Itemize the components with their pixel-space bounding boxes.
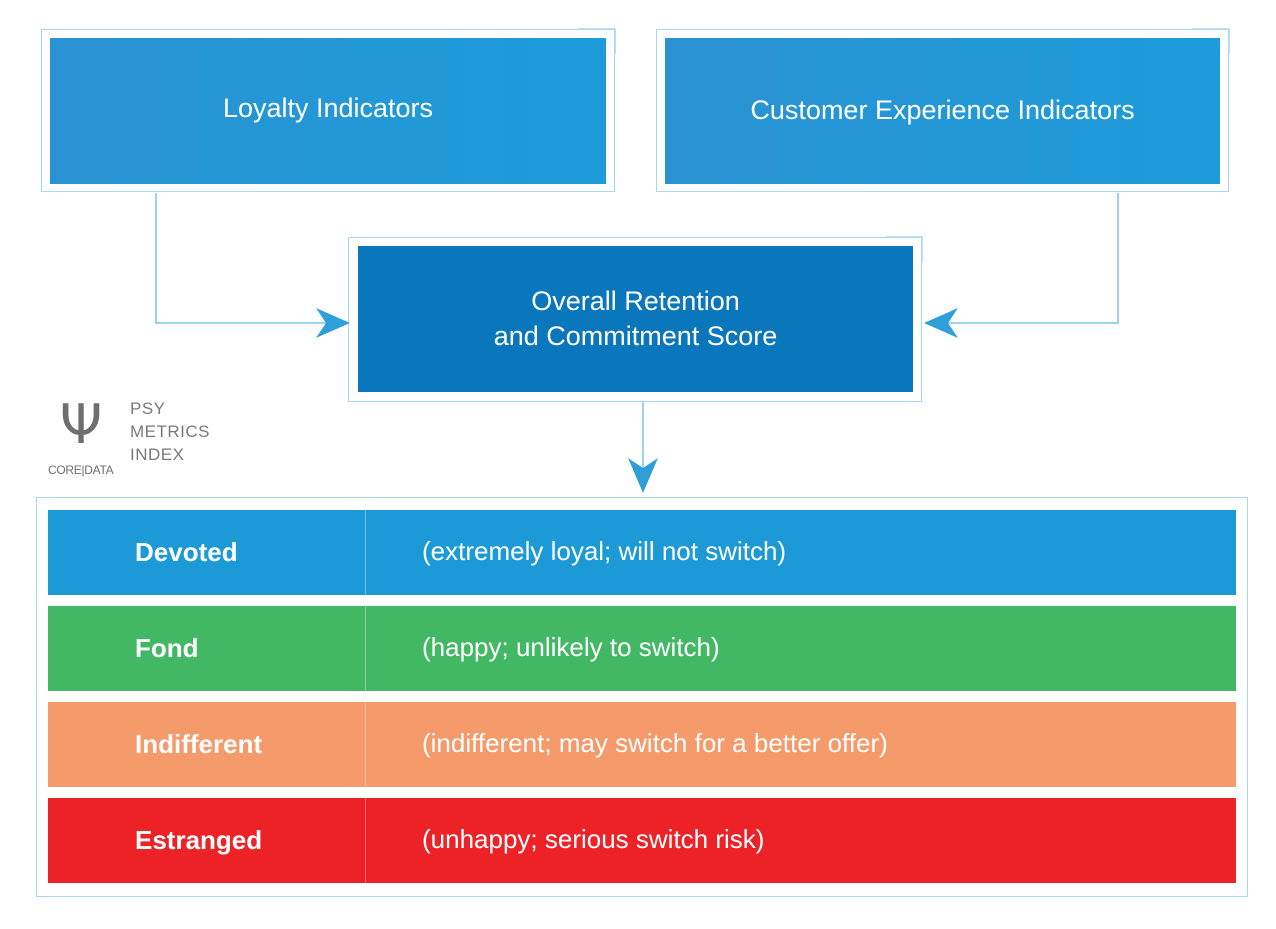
segment-name: Fond <box>48 606 366 691</box>
loyalty-corner-fold <box>578 28 616 54</box>
psy-metrics-logo: Ψ PSY METRICS INDEX CORE|DATA <box>48 395 218 485</box>
segment-description: (indifferent; may switch for a better of… <box>422 728 888 758</box>
logo-line-metrics: METRICS <box>130 422 210 441</box>
loyalty-connector <box>155 193 330 324</box>
loyalty-frame <box>41 29 615 192</box>
logo-line-psy: PSY <box>130 399 166 418</box>
segment-description: (extremely loyal; will not switch) <box>422 536 787 566</box>
overall-score-label-line2: and Commitment Score <box>493 321 778 351</box>
right-arrowhead <box>924 308 958 338</box>
logo-line-index: INDEX <box>130 445 185 464</box>
segment-description: (unhappy; serious switch risk) <box>422 824 765 854</box>
segment-row-fond: Fond (happy; unlikely to switch) <box>48 606 1236 691</box>
customer-experience-box: Customer Experience Indicators <box>665 38 1220 184</box>
overall-corner-fold <box>885 236 923 262</box>
overall-frame <box>348 237 922 402</box>
customer-experience-label: Customer Experience Indicators <box>750 94 1135 125</box>
segment-row-indifferent: Indifferent (indifferent; may switch for… <box>48 702 1236 787</box>
segment-table-frame <box>36 497 1248 897</box>
overall-score-label-line1: Overall Retention <box>531 286 740 316</box>
segment-name: Indifferent <box>48 702 366 787</box>
logo-subtitle: CORE|DATA <box>48 463 114 477</box>
psi-icon: Ψ <box>59 393 103 456</box>
segment-row-devoted: Devoted (extremely loyal; will not switc… <box>48 510 1236 595</box>
down-arrowhead <box>628 458 658 493</box>
loyalty-indicators-label: Loyalty Indicators <box>222 93 434 123</box>
segment-name: Estranged <box>48 798 366 883</box>
experience-frame <box>656 29 1229 192</box>
segment-row-estranged: Estranged (unhappy; serious switch risk) <box>48 798 1236 883</box>
loyalty-indicators-box: Loyalty Indicators <box>50 38 606 184</box>
logo-wordmark: PSY METRICS INDEX <box>130 397 210 466</box>
overall-score-box: Overall Retention and Commitment Score <box>358 246 913 392</box>
segment-name: Devoted <box>48 510 366 595</box>
segment-description: (happy; unlikely to switch) <box>422 632 720 662</box>
left-arrowhead <box>316 308 350 338</box>
experience-corner-fold <box>1192 28 1230 54</box>
experience-connector <box>940 193 1119 324</box>
